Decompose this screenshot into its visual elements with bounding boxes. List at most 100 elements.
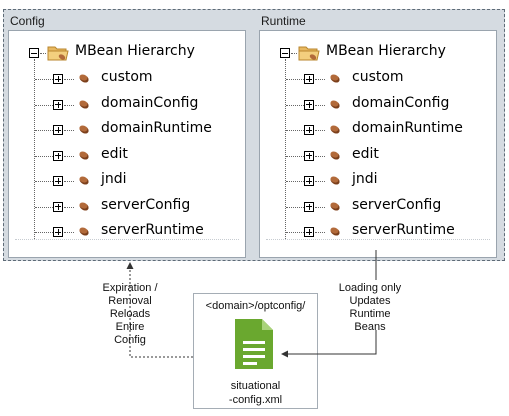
config_panel-tree-item[interactable]: edit — [9, 145, 249, 165]
file-name-line: -config.xml — [228, 394, 283, 406]
tree-connector — [40, 53, 46, 54]
runtime_panel-tree-item[interactable]: custom — [260, 68, 500, 88]
tree-connector — [286, 130, 304, 131]
runtime_panel-tree-item[interactable]: serverConfig — [260, 196, 500, 216]
tree-node-label: domainRuntime — [101, 120, 212, 136]
tree-node-label: custom — [352, 69, 404, 85]
tree-node-label: jndi — [352, 171, 378, 187]
collapse-icon[interactable] — [280, 48, 290, 58]
file-name-label: situational -config.xml — [194, 379, 317, 407]
tree-connector — [35, 232, 53, 233]
tree-connector — [64, 155, 74, 157]
tree-node-label: custom — [101, 69, 153, 85]
tree-connector — [291, 53, 297, 54]
runtime_panel-root-node[interactable]: MBean Hierarchy — [260, 43, 500, 63]
tree-connector — [315, 181, 325, 182]
tree-connector — [64, 104, 74, 106]
tree-node-label: serverConfig — [101, 196, 191, 213]
tree-connector — [35, 206, 53, 208]
situational-config-file-box: <domain>/optconfig/ situational -config.… — [193, 293, 318, 409]
expand-icon[interactable] — [53, 125, 63, 135]
tree-node-label: MBean Hierarchy — [75, 43, 195, 59]
config_panel-root-node[interactable]: MBean Hierarchy — [9, 43, 249, 63]
tree-connector — [35, 79, 53, 80]
xml-file-icon — [235, 319, 273, 369]
config_panel-tree-item[interactable]: serverRuntime — [9, 221, 249, 241]
tree-connector — [315, 79, 325, 80]
config_panel-tree-item[interactable]: jndi — [9, 170, 249, 190]
right-annotation-line: Beans — [354, 321, 386, 333]
tree-connector — [315, 104, 325, 106]
runtime_panel-tree-item[interactable]: domainConfig — [260, 94, 500, 114]
expand-icon[interactable] — [304, 150, 314, 161]
tree-node-label: serverRuntime — [352, 222, 455, 238]
file-name-line: situational — [230, 380, 281, 392]
expand-icon[interactable] — [53, 227, 63, 237]
tree-connector — [35, 104, 53, 106]
config_panel-tree-item[interactable]: domainConfig — [9, 94, 249, 114]
tree-node-label: domainConfig — [352, 94, 450, 111]
tree-bottom-edge — [266, 239, 490, 240]
config_panel-tree-item[interactable]: custom — [9, 68, 249, 88]
config-tree-view[interactable]: MBean Hierarchy custom domainConfig domainR… — [8, 30, 246, 258]
runtime-tree-view[interactable]: MBean Hierarchy custom domainConfig domainR… — [259, 30, 497, 258]
expand-icon[interactable] — [304, 227, 314, 237]
reload-connector-line — [126, 262, 193, 358]
config_panel-tree-item[interactable]: domainRuntime — [9, 119, 249, 139]
expand-icon[interactable] — [304, 201, 314, 212]
tree-connector — [34, 59, 35, 239]
runtime_panel-tree-item[interactable]: domainRuntime — [260, 119, 500, 139]
tree-connector — [315, 130, 325, 131]
tree-node-label: jndi — [101, 171, 127, 187]
tree-connector — [286, 104, 304, 106]
config_panel-tree-item[interactable]: serverConfig — [9, 196, 249, 216]
tree-connector — [64, 79, 74, 80]
tree-bottom-edge — [15, 239, 239, 240]
collapse-icon[interactable] — [29, 48, 39, 58]
right-annotation-line: Loading only — [338, 282, 402, 294]
runtime-panel-title: Runtime — [261, 14, 306, 28]
tree-connector — [35, 181, 53, 182]
right-annotation-line: Runtime — [349, 308, 391, 320]
expand-icon[interactable] — [304, 176, 314, 186]
tree-node-label: serverRuntime — [101, 222, 204, 238]
expand-icon[interactable] — [53, 150, 63, 161]
tree-connector — [35, 155, 53, 157]
runtime-panel: Runtime MBean Hierarchy custom domainConfi… — [259, 12, 497, 258]
folder-icon — [47, 46, 69, 61]
runtime_panel-tree-item[interactable]: edit — [260, 145, 500, 165]
runtime_panel-tree-item[interactable]: serverRuntime — [260, 221, 500, 241]
tree-connector — [64, 232, 74, 233]
tree-connector — [315, 206, 325, 208]
tree-connector — [64, 206, 74, 208]
runtime-load-connector-line — [281, 330, 377, 358]
expand-icon[interactable] — [53, 201, 63, 212]
tree-connector — [286, 155, 304, 157]
tree-connector — [286, 232, 304, 233]
right-annotation-line: Updates — [349, 295, 391, 307]
expand-icon[interactable] — [53, 176, 63, 186]
tree-connector — [64, 181, 74, 182]
expand-icon[interactable] — [304, 125, 314, 135]
file-directory-label: <domain>/optconfig/ — [205, 300, 306, 312]
expand-icon[interactable] — [53, 74, 63, 84]
tree-node-label: MBean Hierarchy — [326, 43, 446, 59]
tree-connector — [286, 181, 304, 182]
expand-icon[interactable] — [304, 99, 314, 110]
tree-connector — [64, 130, 74, 131]
runtime_panel-tree-item[interactable]: jndi — [260, 170, 500, 190]
left-annotation-line: Removal — [108, 295, 152, 307]
tree-node-label: serverConfig — [352, 196, 442, 213]
tree-connector — [286, 206, 304, 208]
tree-node-label: edit — [101, 145, 128, 162]
tree-connector — [285, 59, 286, 239]
right-annotation: Loading only Updates Runtime Beans — [330, 282, 410, 334]
tree-connector — [286, 79, 304, 80]
expand-icon[interactable] — [304, 74, 314, 84]
tree-node-label: domainConfig — [101, 94, 199, 111]
tree-connector — [315, 232, 325, 233]
tree-node-label: domainRuntime — [352, 120, 463, 136]
expand-icon[interactable] — [53, 99, 63, 110]
